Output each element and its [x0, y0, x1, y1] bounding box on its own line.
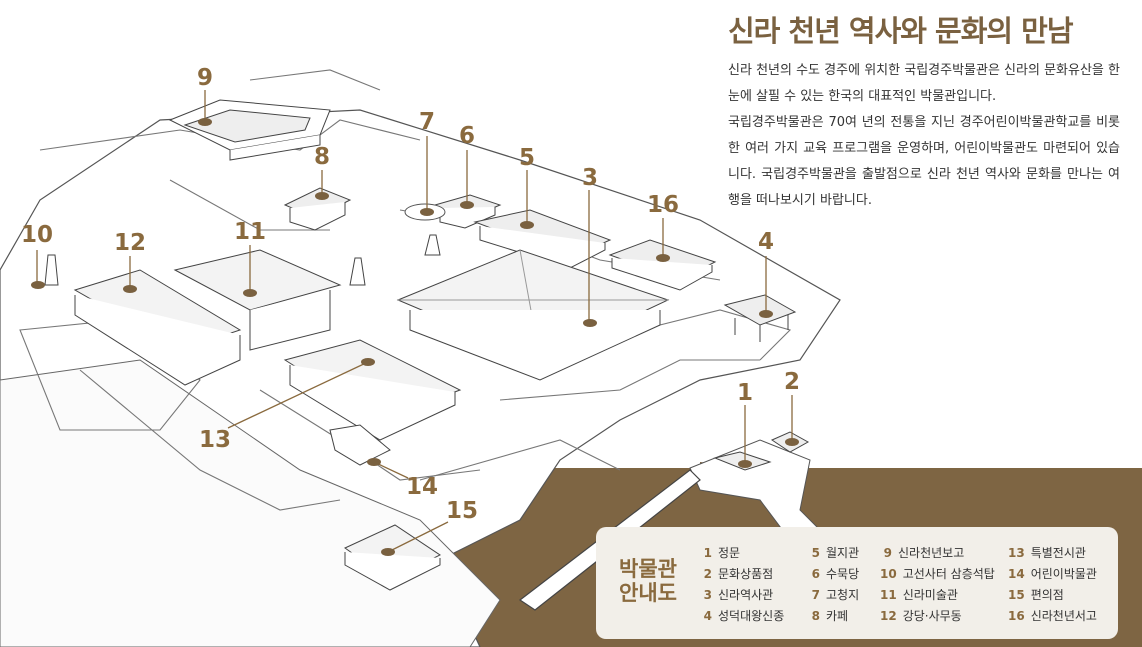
pagoda-10	[44, 254, 59, 286]
marker-dot-4	[759, 310, 773, 318]
pagoda-center	[349, 234, 441, 286]
marker-dot-5	[520, 221, 534, 229]
building-14	[329, 424, 391, 466]
building-11	[173, 249, 342, 351]
marker-1[interactable]: 1	[736, 380, 754, 406]
marker-dot-7	[420, 208, 434, 216]
marker-dot-2	[785, 438, 799, 446]
marker-dot-15	[381, 548, 395, 556]
marker-dot-14	[367, 458, 381, 466]
marker-dot-9	[198, 118, 212, 126]
marker-dot-3	[583, 319, 597, 327]
marker-2[interactable]: 2	[783, 369, 801, 395]
marker-8[interactable]: 8	[313, 144, 331, 170]
marker-10[interactable]: 10	[20, 222, 54, 248]
page-title: 신라 천년 역사와 문화의 만남	[728, 14, 1074, 48]
legend-title-line2: 안내도	[619, 581, 677, 605]
building-3	[396, 249, 670, 381]
marker-12[interactable]: 12	[113, 230, 147, 256]
marker-dot-16	[656, 254, 670, 262]
marker-11[interactable]: 11	[233, 219, 267, 245]
legend-title-line1: 박물관	[619, 557, 677, 581]
marker-9[interactable]: 9	[196, 65, 214, 91]
building-13	[283, 339, 462, 441]
marker-5[interactable]: 5	[518, 145, 536, 171]
description-paragraph-2: 국립경주박물관은 70여 년의 전통을 지닌 경주어린이박물관학교를 비롯한 여…	[728, 115, 1120, 208]
marker-dot-6	[460, 201, 474, 209]
marker-4[interactable]: 4	[757, 229, 775, 255]
marker-13[interactable]: 13	[198, 427, 232, 453]
marker-6[interactable]: 6	[458, 123, 476, 149]
marker-3[interactable]: 3	[581, 165, 599, 191]
marker-dot-10	[31, 281, 45, 289]
building-9	[168, 99, 331, 161]
building-4	[723, 294, 797, 342]
marker-dot-8	[315, 192, 329, 200]
marker-7[interactable]: 7	[418, 109, 436, 135]
legend-title: 박물관 안내도	[618, 557, 678, 605]
marker-14[interactable]: 14	[405, 474, 439, 500]
description-paragraph-1: 신라 천년의 수도 경주에 위치한 국립경주박물관은 신라의 문화유산을 한눈에…	[728, 63, 1120, 104]
building-12	[73, 269, 242, 386]
marker-dot-12	[123, 285, 137, 293]
marker-16[interactable]: 16	[646, 192, 680, 218]
marker-dot-11	[243, 289, 257, 297]
building-8	[283, 187, 352, 231]
marker-dot-13	[361, 358, 375, 366]
description: 신라 천년의 수도 경주에 위치한 국립경주박물관은 신라의 문화유산을 한눈에…	[728, 58, 1120, 214]
marker-15[interactable]: 15	[445, 498, 479, 524]
marker-dot-1	[738, 460, 752, 468]
